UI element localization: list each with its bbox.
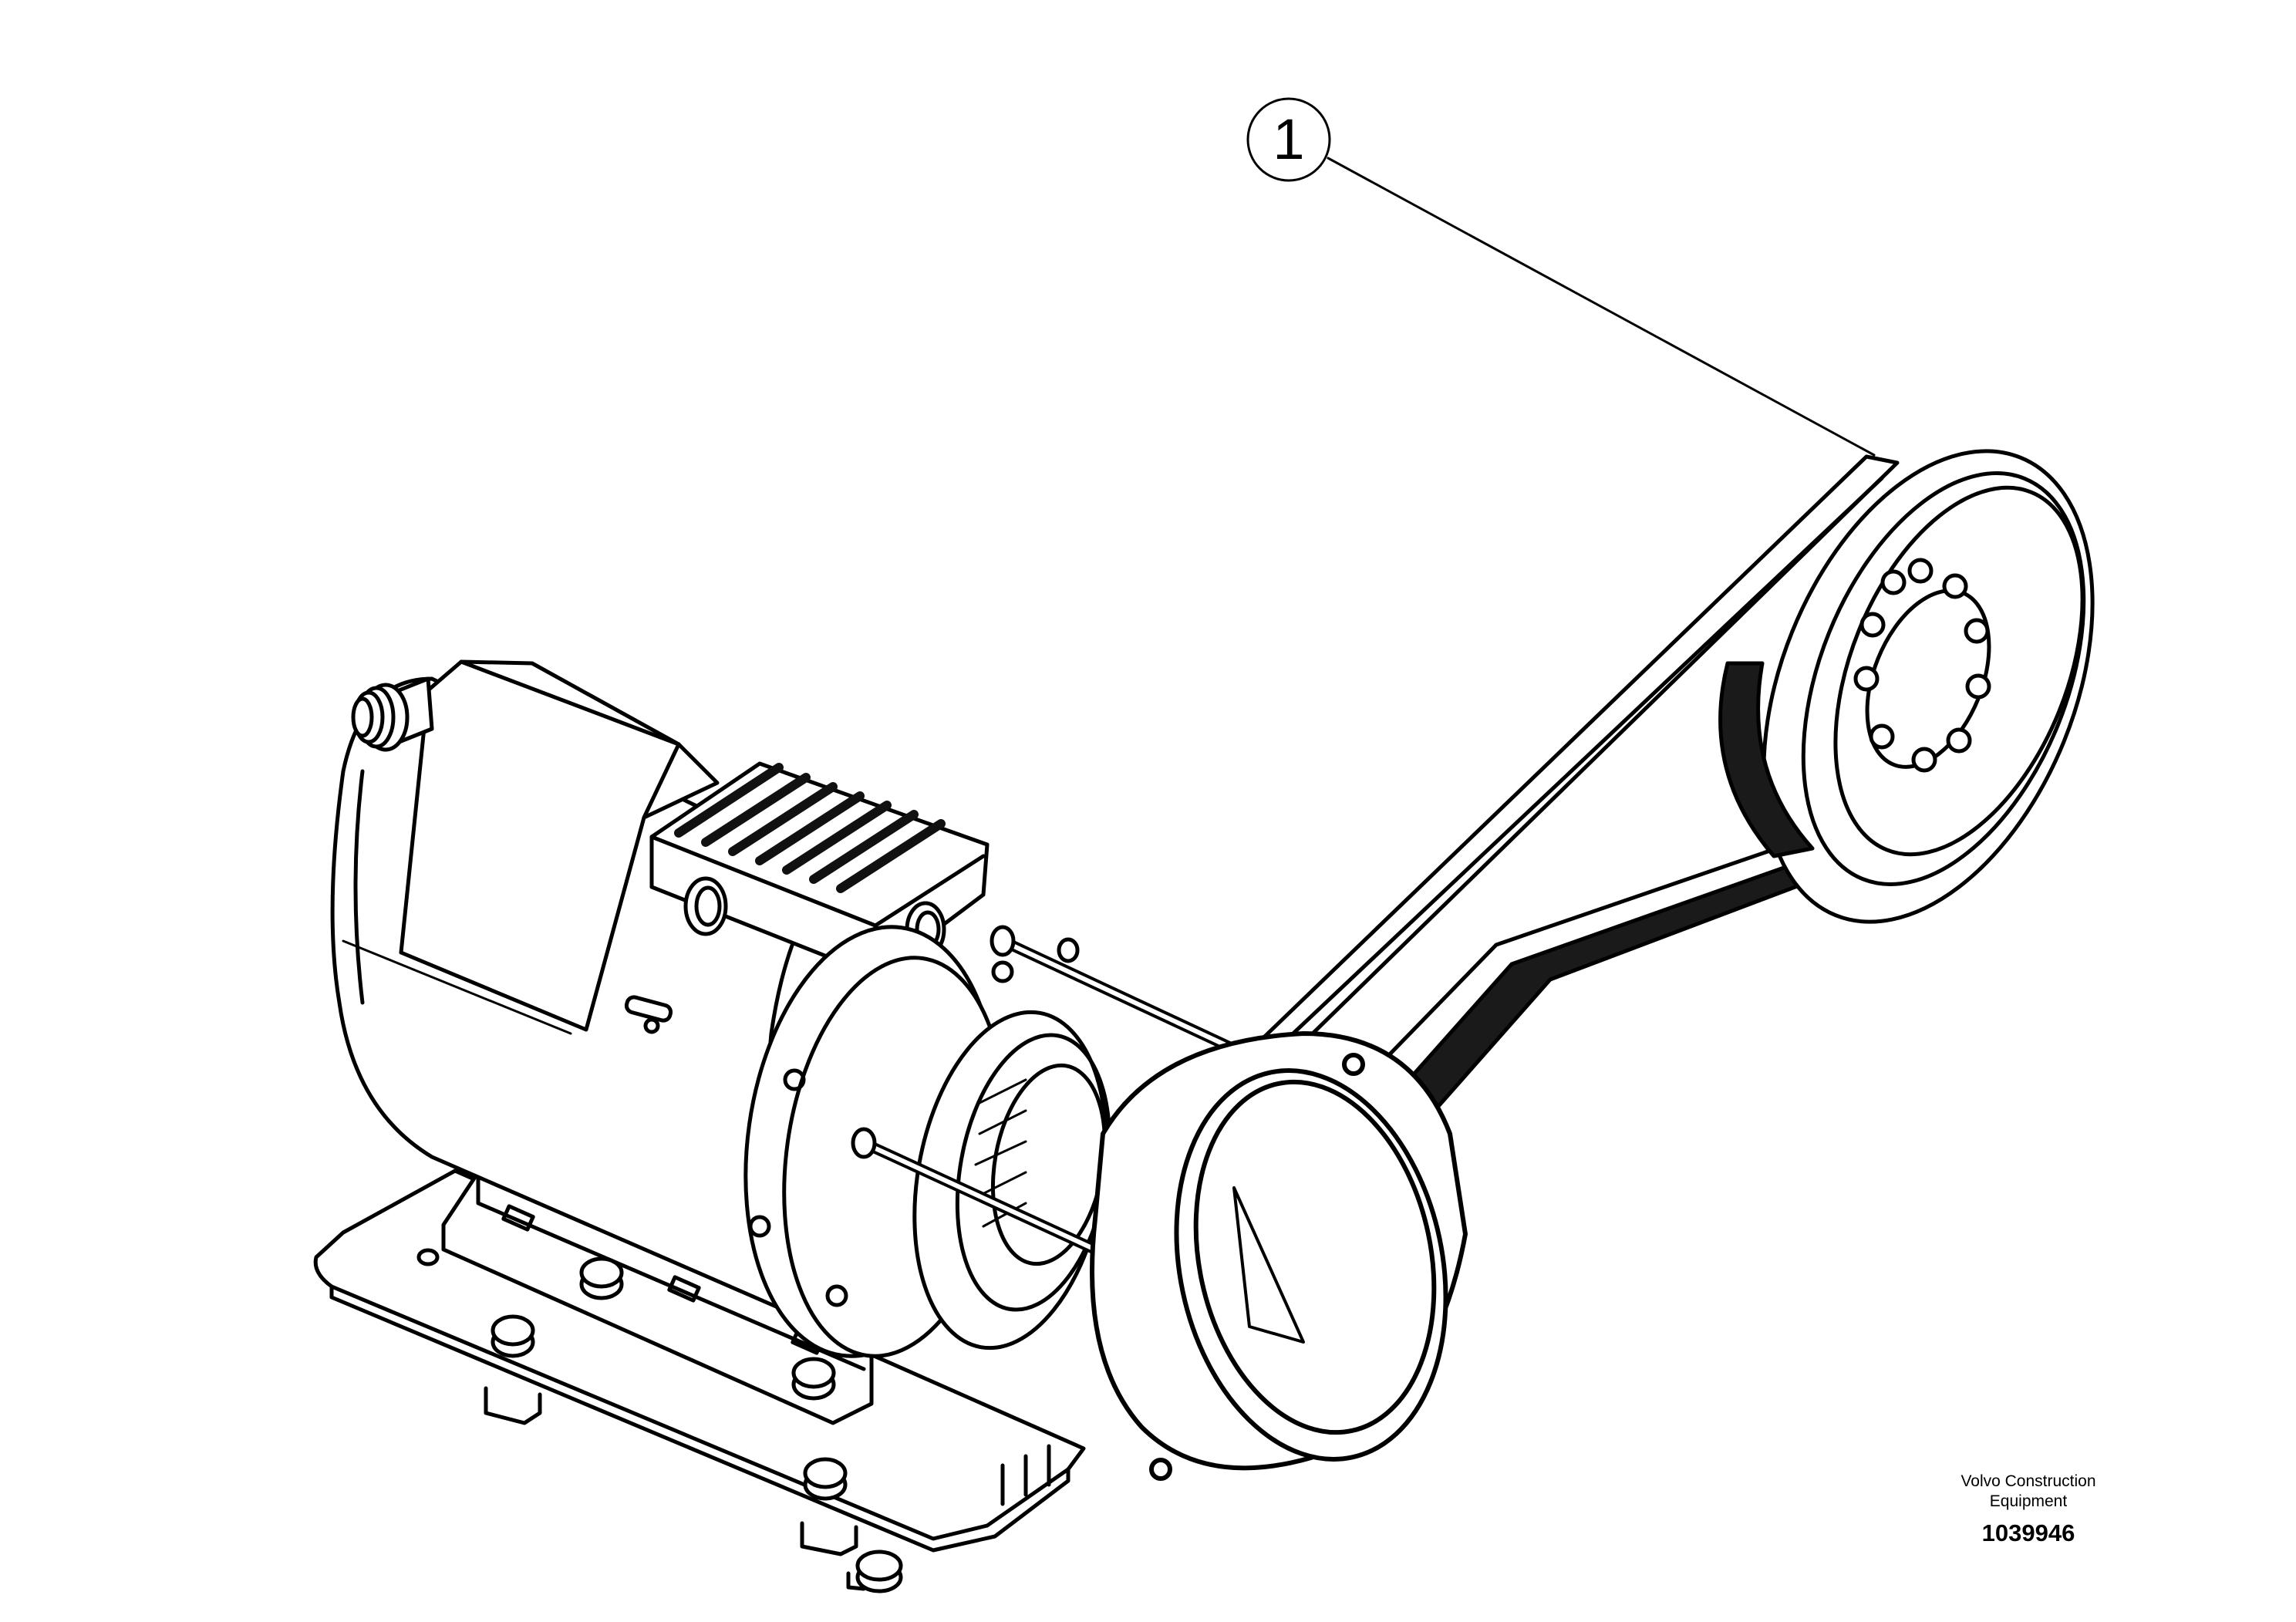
brand-name-line2: Equipment bbox=[1989, 1492, 2068, 1510]
leader-line bbox=[1327, 157, 1876, 457]
belt-guard bbox=[1090, 1031, 1468, 1481]
hex-bolt bbox=[791, 1357, 836, 1401]
rear-shaft bbox=[351, 676, 434, 752]
hex-bolt bbox=[855, 1549, 903, 1593]
title-block: Volvo Construction Equipment 1039946 bbox=[1913, 1472, 2144, 1547]
plate-foot bbox=[484, 1386, 542, 1425]
hex-bolt bbox=[579, 1256, 624, 1300]
guard-opening bbox=[1174, 1068, 1448, 1462]
brand-name-line1: Volvo Construction bbox=[1961, 1472, 2096, 1490]
hex-bolt bbox=[491, 1314, 535, 1358]
terminal-box bbox=[649, 761, 990, 978]
rail-slot bbox=[501, 1204, 535, 1232]
hex-bolt bbox=[416, 1248, 440, 1266]
lifting-eye bbox=[624, 995, 673, 1034]
hex-bolt bbox=[803, 1457, 848, 1501]
tension-rod bbox=[990, 925, 1239, 1054]
plate-foot bbox=[800, 1521, 858, 1556]
electric-motor bbox=[330, 659, 1239, 1358]
callout-1 bbox=[1246, 97, 1876, 457]
callout-number: 1 bbox=[1273, 107, 1305, 171]
rail-slot bbox=[667, 1275, 701, 1303]
base-plate bbox=[313, 1168, 1086, 1593]
driven-pulley bbox=[1718, 449, 2095, 924]
pulley-bolt-circle bbox=[1853, 558, 1991, 773]
drawing-number: 1039946 bbox=[1981, 1519, 2075, 1546]
